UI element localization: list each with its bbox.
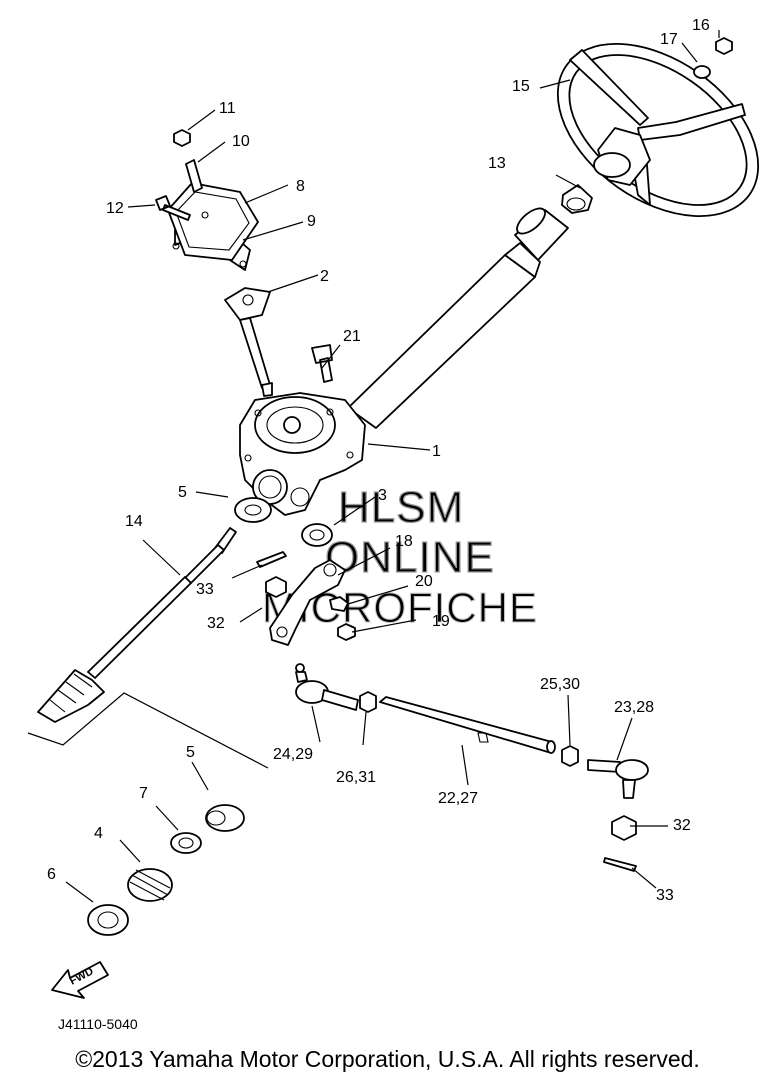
callout-22-27: 22,27 bbox=[438, 790, 478, 807]
washer-17-part bbox=[693, 65, 711, 79]
nut-26-part bbox=[359, 691, 377, 713]
callout-14: 14 bbox=[125, 513, 143, 530]
cotter-pin-33-upper-part bbox=[256, 551, 287, 568]
pinion-2-part bbox=[224, 287, 273, 397]
callout-23-28: 23,28 bbox=[614, 699, 654, 716]
callout-12: 12 bbox=[106, 200, 124, 217]
callout-6: 6 bbox=[47, 866, 56, 883]
callout-5-lower: 5 bbox=[186, 744, 195, 761]
nut-32-lower-part bbox=[611, 815, 637, 841]
callout-5-upper: 5 bbox=[178, 484, 187, 501]
callout-10: 10 bbox=[232, 133, 250, 150]
callout-24-29: 24,29 bbox=[273, 746, 313, 763]
callout-8: 8 bbox=[296, 178, 305, 195]
nut-25-part bbox=[561, 745, 579, 767]
tie-rod-end-24-part bbox=[295, 663, 359, 711]
callout-4: 4 bbox=[94, 825, 103, 842]
callout-18: 18 bbox=[395, 533, 413, 550]
part-number: J41110-5040 bbox=[58, 1016, 138, 1032]
nut-32-upper-part bbox=[265, 576, 287, 598]
lockwasher-20-part bbox=[329, 596, 349, 612]
watermark-line-2: ONLINE bbox=[325, 533, 495, 582]
callout-32-upper: 32 bbox=[207, 615, 225, 632]
detail-bracket bbox=[27, 692, 269, 769]
callout-16: 16 bbox=[692, 17, 710, 34]
watermark-line-1: HLSM bbox=[338, 483, 464, 532]
callout-33-lower: 33 bbox=[656, 887, 674, 904]
seal-3-part bbox=[301, 523, 333, 547]
tie-rod-22-part bbox=[379, 696, 556, 754]
cover-8-part bbox=[167, 182, 259, 271]
tie-rod-end-23-part bbox=[587, 759, 649, 799]
cotter-pin-33-lower-part bbox=[603, 857, 637, 872]
nut-19-part bbox=[337, 623, 356, 641]
callout-25-30: 25,30 bbox=[540, 676, 580, 693]
washer-7-part bbox=[170, 832, 202, 854]
pitman-arm-18-part bbox=[269, 559, 346, 646]
copyright-notice: ©2013 Yamaha Motor Corporation, U.S.A. A… bbox=[75, 1046, 700, 1072]
steering-wheel-part bbox=[556, 42, 760, 218]
callout-13: 13 bbox=[488, 155, 506, 172]
nut-11-part bbox=[173, 129, 191, 147]
pinion-gear-4-part bbox=[127, 868, 173, 902]
bearing-5-lower-part bbox=[205, 804, 245, 832]
callout-19: 19 bbox=[432, 613, 450, 630]
bolt-12-part bbox=[155, 195, 191, 221]
leader-lines bbox=[65, 30, 720, 903]
oil-seal-6-part bbox=[87, 904, 129, 936]
bearing-5-upper-part bbox=[234, 497, 272, 523]
callout-labels: 1 2 3 4 5 5 6 7 8 9 10 11 12 13 14 15 16… bbox=[47, 17, 710, 904]
callout-11: 11 bbox=[219, 100, 236, 117]
callout-2: 2 bbox=[320, 268, 329, 285]
callout-33-upper: 33 bbox=[196, 581, 214, 598]
callout-32-lower: 32 bbox=[673, 817, 691, 834]
callout-9: 9 bbox=[307, 213, 316, 230]
callout-21: 21 bbox=[343, 328, 361, 345]
stud-10-part bbox=[185, 159, 203, 193]
shaft-14-part bbox=[37, 527, 237, 723]
callout-1: 1 bbox=[432, 443, 441, 460]
callout-26-31: 26,31 bbox=[336, 769, 376, 786]
nut-16-part bbox=[715, 37, 733, 55]
steering-column-part bbox=[347, 207, 569, 429]
bolt-21-part bbox=[311, 344, 333, 383]
gearbox-housing-part bbox=[239, 392, 366, 516]
callout-7: 7 bbox=[139, 785, 148, 802]
callout-17: 17 bbox=[660, 31, 678, 48]
callout-3: 3 bbox=[378, 487, 387, 504]
callout-20: 20 bbox=[415, 573, 433, 590]
callout-15: 15 bbox=[512, 78, 530, 95]
bushing-13-part bbox=[561, 184, 593, 214]
fwd-arrow-icon: FWD bbox=[51, 961, 109, 999]
